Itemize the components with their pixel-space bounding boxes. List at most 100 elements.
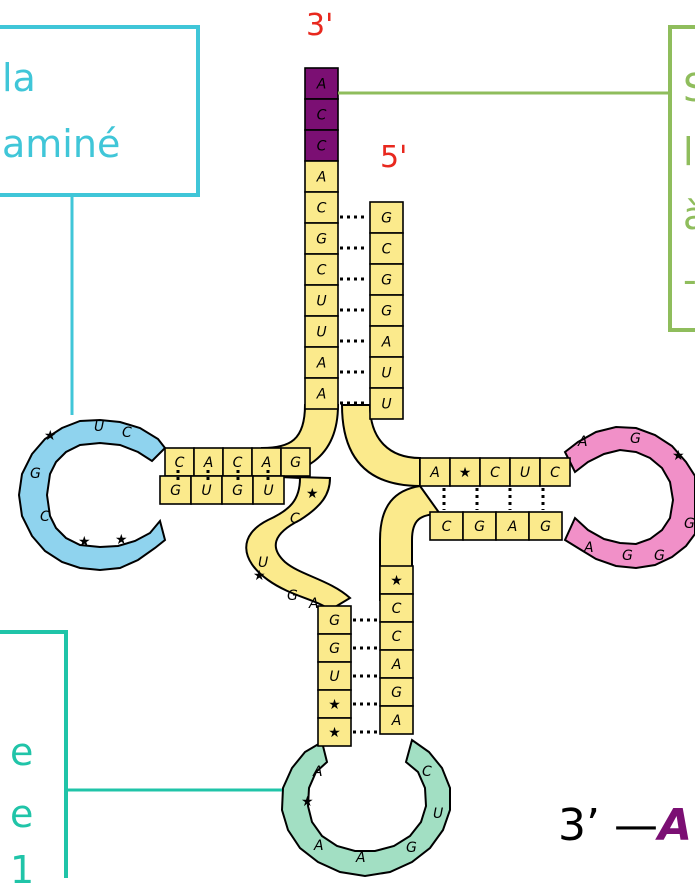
bottom-sequence-prefix: 3’ — xyxy=(558,800,658,851)
anticodon-loop-nt-2: A xyxy=(313,838,324,854)
acceptor-5prime-nt-3: G xyxy=(370,295,403,326)
anticodon-left-nt-4: ★ xyxy=(318,718,351,746)
acceptor-3prime-nt-3: A xyxy=(305,161,338,192)
acceptor-3prime-nt-2: C xyxy=(305,130,338,161)
acceptor-5prime-nt-0: G xyxy=(370,202,403,233)
callout-top-left-line-1: la xyxy=(2,52,36,104)
svg-text:A: A xyxy=(316,356,327,372)
acceptor-3prime-nt-1: C xyxy=(305,99,338,130)
acceptor-3prime-nt-9: A xyxy=(305,347,338,378)
svg-text:A: A xyxy=(507,519,518,535)
variable-loop-nt-0: ★ xyxy=(306,486,319,502)
anticodon-loop-nt-5: U xyxy=(433,806,443,822)
svg-text:C: C xyxy=(233,455,243,471)
svg-text:★: ★ xyxy=(328,725,341,741)
tpsic-arm-bottom-nt-3: G xyxy=(529,512,562,540)
svg-text:G: G xyxy=(170,483,181,499)
anticodon-left-nt-3: ★ xyxy=(318,690,351,718)
svg-text:★: ★ xyxy=(459,465,472,481)
tpsic-arm-top-nt-2: C xyxy=(480,458,510,486)
anticodon-right-nt-5: A xyxy=(380,706,413,734)
svg-text:A: A xyxy=(203,455,214,471)
svg-text:C: C xyxy=(317,263,327,279)
svg-text:A: A xyxy=(316,170,327,186)
tpsic-arm-bottom-nt-1: G xyxy=(463,512,496,540)
tpsic-arm-bottom-nt-2: A xyxy=(496,512,529,540)
svg-text:C: C xyxy=(317,108,327,124)
anticodon-loop-nt-6: C xyxy=(422,764,432,780)
anticodon-left-nt-1: G xyxy=(318,634,351,662)
anticodon-loop-nt-0: A xyxy=(312,764,323,780)
svg-text:G: G xyxy=(391,685,402,701)
tpsic-arm-top-nt-1: ★ xyxy=(450,458,480,486)
variable-loop-nt-5: A xyxy=(308,596,319,612)
acceptor-5prime-nt-2: G xyxy=(370,264,403,295)
d-loop-nt-6: ★ xyxy=(115,532,128,548)
acceptor-3prime-nt-6: C xyxy=(305,254,338,285)
anticodon-left-nt-0: G xyxy=(318,606,351,634)
d-loop xyxy=(19,420,165,570)
svg-text:U: U xyxy=(316,325,326,341)
anticodon-right-nt-4: G xyxy=(380,678,413,706)
d-loop-nt-0: U xyxy=(94,419,104,435)
svg-text:G: G xyxy=(474,519,485,535)
svg-text:C: C xyxy=(442,519,452,535)
svg-text:C: C xyxy=(392,601,402,617)
svg-text:G: G xyxy=(329,613,340,629)
callout-top-left-line-2: aminé xyxy=(2,118,120,170)
svg-text:★: ★ xyxy=(390,573,403,589)
tpsic-arm-top-nt-0: A xyxy=(420,458,450,486)
d-loop-nt-4: C xyxy=(40,509,50,525)
acceptor-5prime-nt-5: U xyxy=(370,357,403,388)
d-loop-nt-5: ★ xyxy=(78,534,91,550)
svg-text:A: A xyxy=(429,465,440,481)
variable-loop-nt-1: C xyxy=(290,511,300,527)
tpsic-arm-bottom-nt-0: C xyxy=(430,512,463,540)
d-arm-bottom-nt-3: U xyxy=(253,476,284,504)
tpsic-loop-nt-6: A xyxy=(583,540,594,556)
acceptor-3prime-nt-7: U xyxy=(305,285,338,316)
svg-text:A: A xyxy=(261,455,272,471)
svg-text:U: U xyxy=(263,483,273,499)
three-prime-end-label: 3' xyxy=(306,8,333,43)
d-loop-nt-2: ★ xyxy=(44,428,57,444)
callout-top-right-line-4: - xyxy=(683,254,695,306)
anticodon-loop-nt-3: A xyxy=(355,850,366,866)
tpsic-loop-nt-0: A xyxy=(577,434,588,450)
svg-text:U: U xyxy=(381,397,391,413)
acceptor-3prime-nt-0: A xyxy=(305,68,338,99)
svg-text:A: A xyxy=(316,77,327,93)
svg-text:C: C xyxy=(175,455,185,471)
callout-top-right-line-2: l xyxy=(683,126,694,178)
anticodon-right-nt-2: C xyxy=(380,622,413,650)
d-loop-nt-3: G xyxy=(30,466,41,482)
anticodon-right-nt-0: ★ xyxy=(380,566,413,594)
callout-top-right-line-3: à xyxy=(683,190,695,242)
tpsic-loop-nt-3: G xyxy=(684,516,695,532)
acceptor-5prime-nt-6: U xyxy=(370,388,403,419)
svg-text:★: ★ xyxy=(328,697,341,713)
svg-text:A: A xyxy=(391,657,402,673)
anticodon-loop-nt-4: G xyxy=(406,840,417,856)
callout-bottom-left-line-2: e xyxy=(10,788,33,840)
svg-text:G: G xyxy=(316,232,327,248)
tpsic-arm-top-nt-3: U xyxy=(510,458,540,486)
svg-text:U: U xyxy=(201,483,211,499)
d-arm-bottom-nt-2: G xyxy=(222,476,253,504)
svg-text:C: C xyxy=(382,242,392,258)
svg-text:U: U xyxy=(316,294,326,310)
bottom-sequence-bold-a: A xyxy=(658,800,692,851)
d-loop-nt-1: C xyxy=(122,425,132,441)
d-arm-bottom-nt-1: U xyxy=(191,476,222,504)
five-prime-end-label: 5' xyxy=(380,140,407,175)
variable-loop-nt-3: ★ xyxy=(253,568,266,584)
d-arm-bottom-nt-0: G xyxy=(160,476,191,504)
svg-text:U: U xyxy=(520,465,530,481)
tpsic-arm-top-nt-4: C xyxy=(540,458,570,486)
svg-text:G: G xyxy=(381,304,392,320)
variable-loop-nt-4: G xyxy=(287,588,298,604)
svg-text:C: C xyxy=(490,465,500,481)
svg-text:C: C xyxy=(392,629,402,645)
svg-text:U: U xyxy=(381,366,391,382)
svg-text:G: G xyxy=(290,455,301,471)
